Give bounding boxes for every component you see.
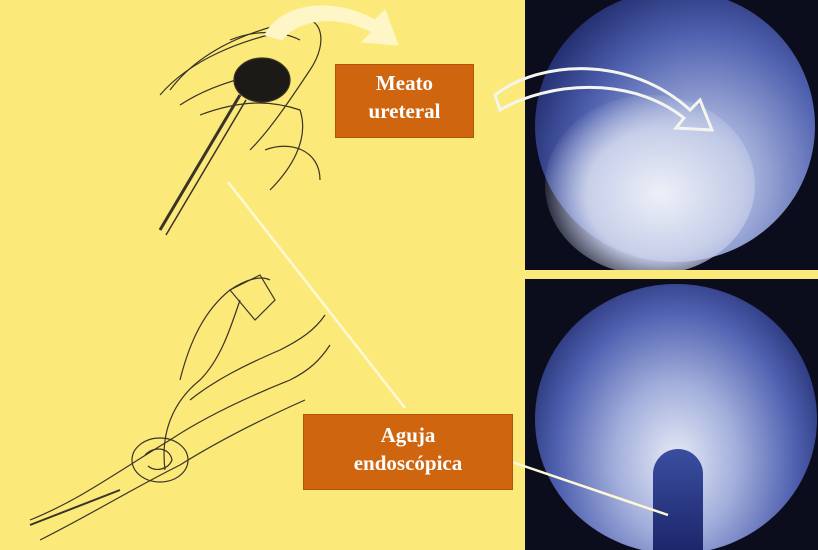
pointer-line-aguja-to-endoscopy	[512, 462, 668, 515]
label-aguja-line2: endoscópica	[304, 449, 512, 477]
label-meato-ureteral: Meato ureteral	[335, 64, 474, 138]
illustration-ureteral-meato-needle	[160, 19, 321, 235]
label-aguja-endoscopica: Aguja endoscópica	[303, 414, 513, 490]
pointer-line-aguja-to-illustration	[228, 182, 405, 408]
illustration-ureter-cross-section	[30, 275, 330, 540]
label-meato-line2: ureteral	[336, 97, 473, 125]
rotation-arrow-top-illustration	[265, 6, 398, 45]
label-meato-line1: Meato	[336, 69, 473, 97]
label-aguja-line1: Aguja	[304, 421, 512, 449]
rotation-arrow-top-endoscopy	[495, 69, 712, 130]
